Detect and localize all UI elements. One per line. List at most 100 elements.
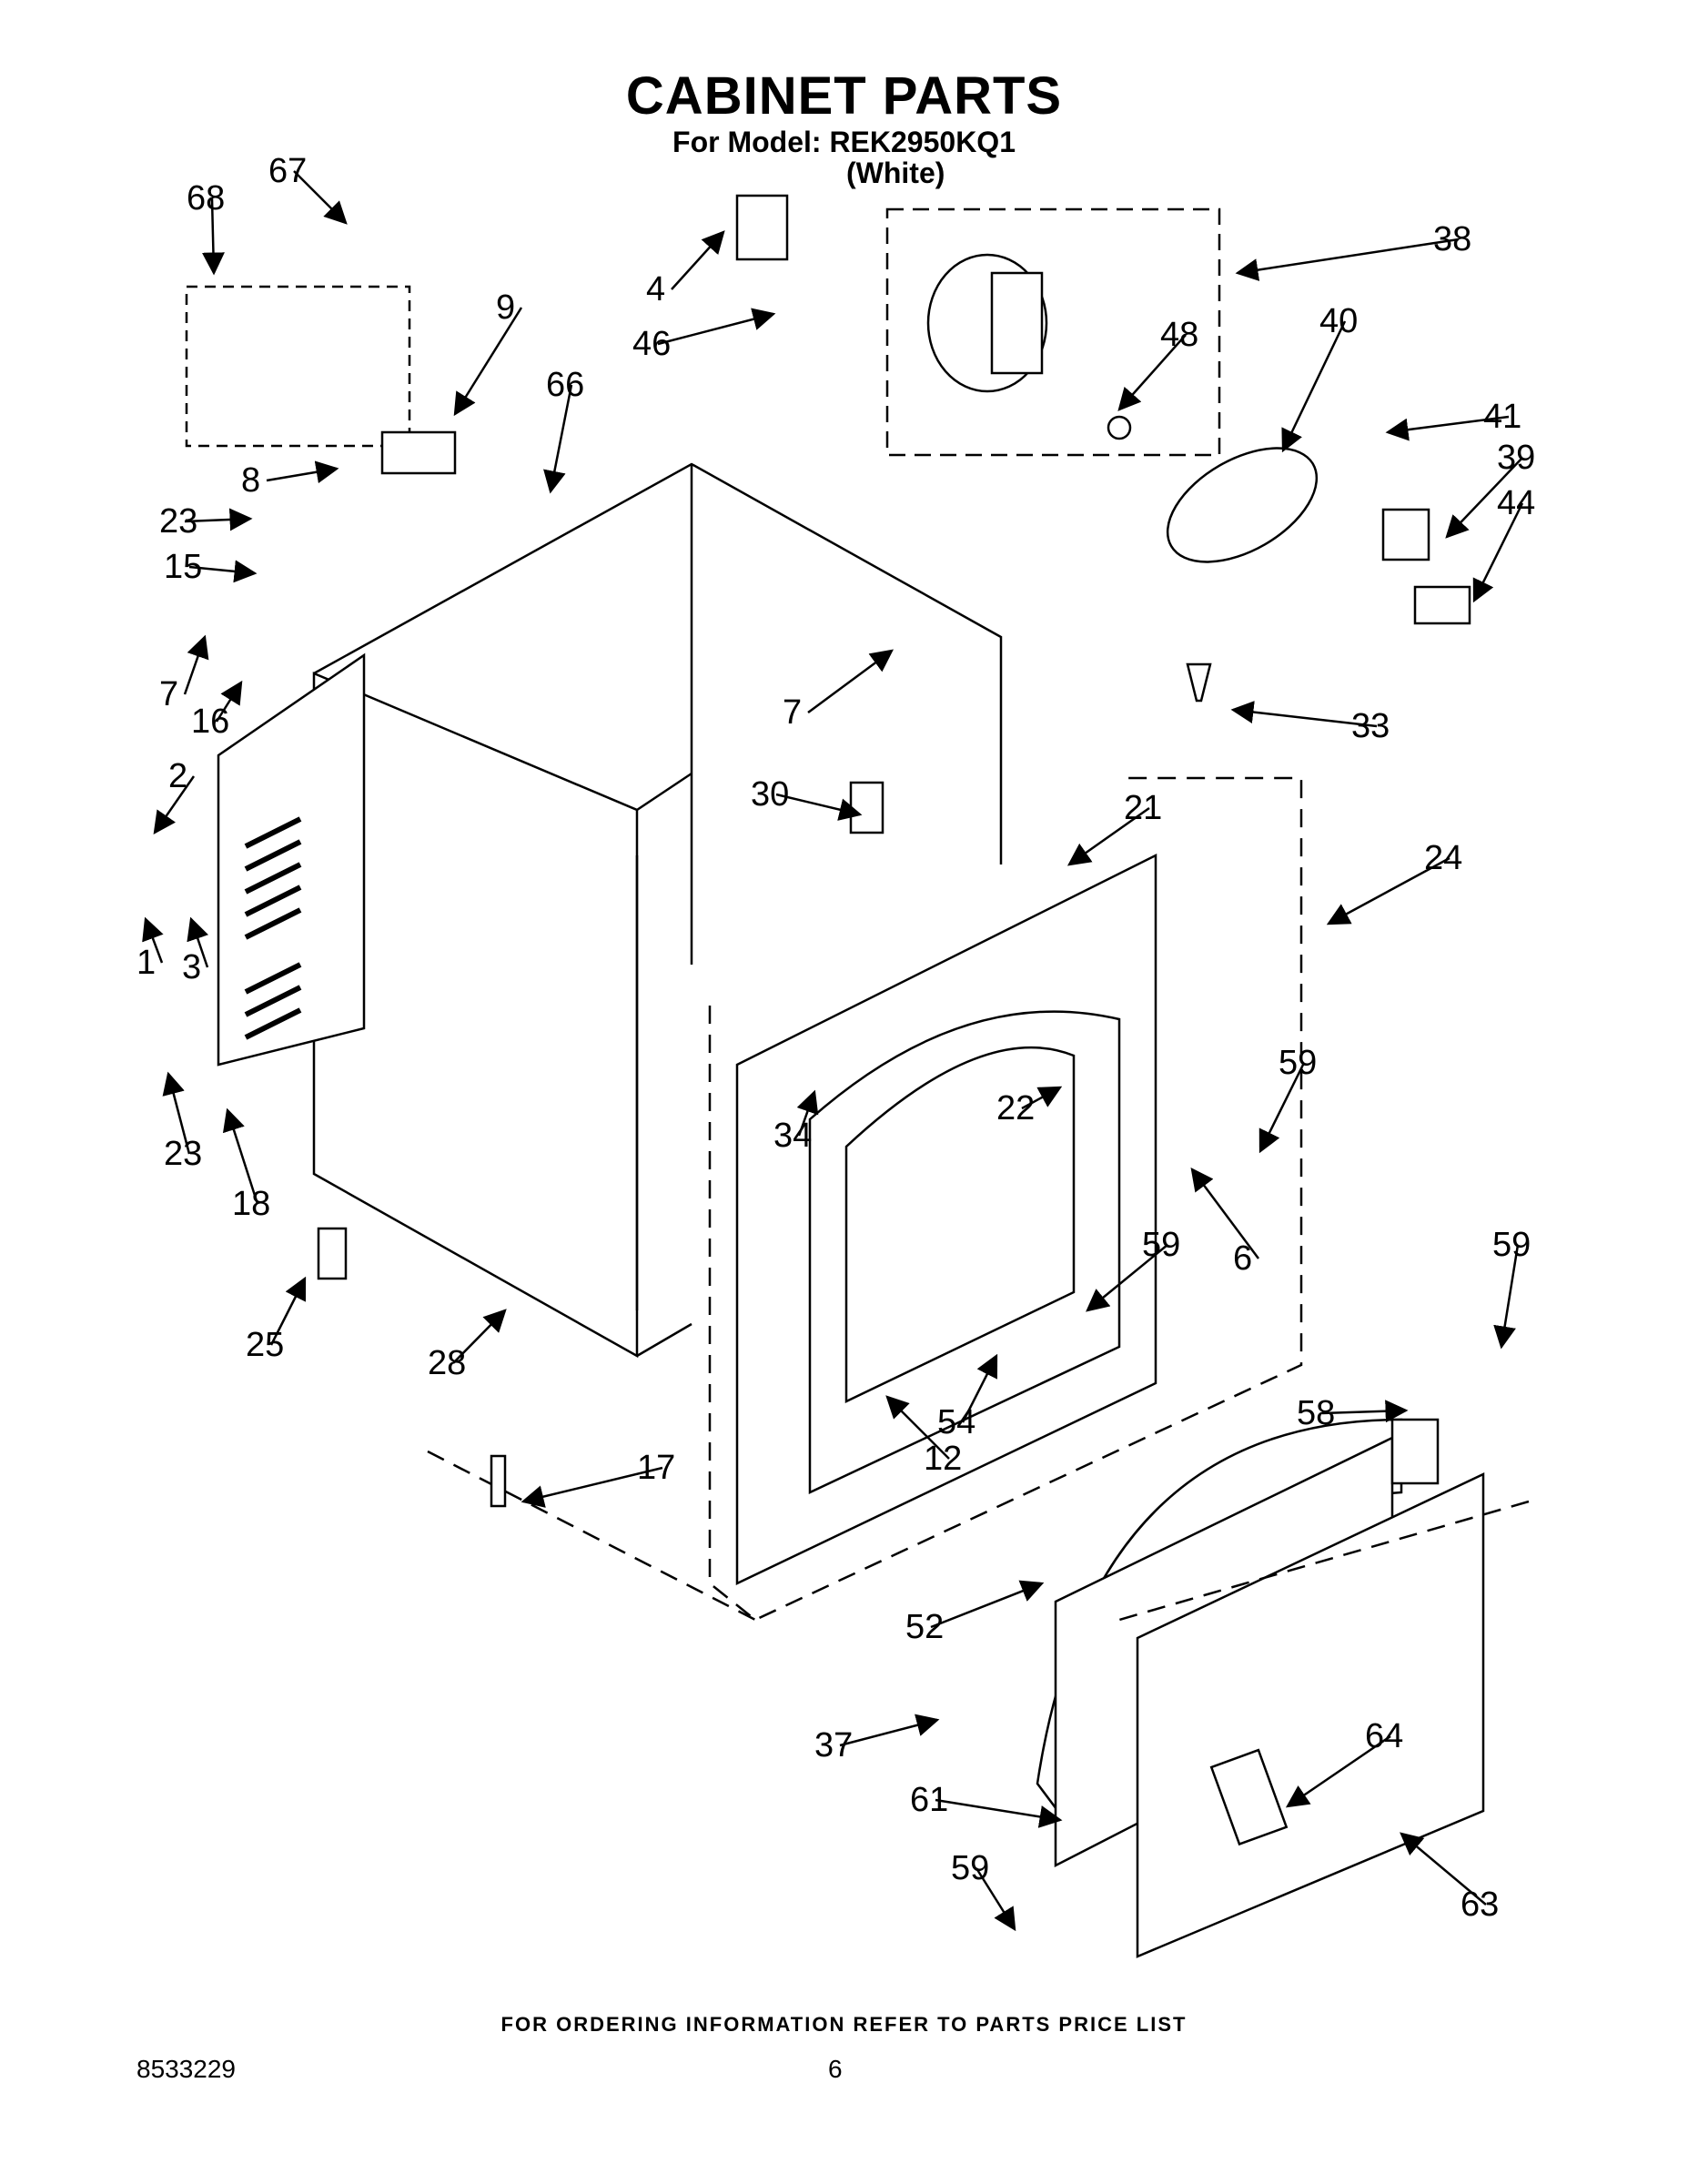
- document-number: 8533229: [136, 2055, 237, 2083]
- callout-leader: [269, 1276, 307, 1346]
- callout-label-21: 21: [1124, 789, 1162, 827]
- motor-assembly: [885, 207, 1221, 457]
- callout-leader: [657, 308, 776, 346]
- callout-leader: [1230, 701, 1378, 728]
- callout-leader: [935, 1798, 1063, 1828]
- callout-label-23: 23: [164, 1135, 202, 1173]
- cabinet-body: [217, 462, 1003, 1359]
- callout-label-58: 58: [1297, 1394, 1335, 1432]
- callout-label-68: 68: [187, 179, 225, 217]
- callout-leader: [1326, 856, 1450, 925]
- callout-leader: [839, 1714, 940, 1747]
- callout-label-3: 3: [182, 948, 201, 986]
- callout-label-66: 66: [546, 366, 584, 404]
- page-title: CABINET PARTS: [625, 66, 1063, 126]
- callout-label-1: 1: [136, 944, 156, 982]
- callout-leader: [266, 460, 339, 484]
- callout-label-61: 61: [910, 1781, 948, 1819]
- front-assembly-outline: [427, 776, 1530, 1622]
- callout-leader: [184, 508, 253, 531]
- callout-label-46: 46: [632, 325, 671, 363]
- callout-leader: [1066, 806, 1150, 866]
- callout-leader: [543, 384, 573, 494]
- callout-label-37: 37: [814, 1726, 853, 1764]
- callout-label-40: 40: [1319, 302, 1358, 340]
- model-line: For Model: REK2950KQ1: [672, 126, 1016, 158]
- callout-label-41: 41: [1483, 398, 1521, 436]
- callout-label-25: 25: [246, 1326, 284, 1364]
- callout-leader: [807, 649, 895, 714]
- callout-leader: [796, 1089, 819, 1137]
- callout-leader: [1472, 502, 1524, 603]
- callout-label-2: 2: [168, 757, 187, 795]
- callout-leader: [521, 1466, 663, 1508]
- callout-label-17: 17: [637, 1449, 675, 1487]
- small-parts: [185, 194, 1471, 1508]
- callout-leader: [293, 170, 348, 225]
- callout-label-30: 30: [751, 775, 789, 814]
- callout-leader: [222, 1107, 259, 1205]
- callout-label-18: 18: [232, 1185, 270, 1223]
- callout-label-34: 34: [773, 1117, 812, 1155]
- callout-leader: [1400, 1832, 1487, 1906]
- callout-leader: [671, 230, 725, 290]
- callout-leader: [153, 775, 196, 835]
- callout-leader: [183, 634, 209, 695]
- callout-label-7: 7: [159, 675, 178, 713]
- callout-leader: [1445, 457, 1523, 539]
- callout-label-67: 67: [268, 152, 307, 190]
- callout-leader: [1117, 334, 1187, 411]
- callout-leader: [201, 197, 225, 276]
- callout-label-33: 33: [1351, 707, 1390, 745]
- callout-label-23: 23: [159, 502, 197, 541]
- callout-leader: [1190, 1167, 1260, 1259]
- color-line: (White): [846, 157, 945, 189]
- callout-label-64: 64: [1365, 1717, 1403, 1755]
- callout-leader: [885, 1395, 950, 1460]
- callout-leader: [187, 916, 209, 968]
- callout-label-63: 63: [1461, 1886, 1499, 1924]
- footer-note: FOR ORDERING INFORMATION REFER TO PARTS …: [500, 2013, 1188, 2036]
- callout-leader: [961, 1353, 998, 1423]
- callout-leader: [1086, 1244, 1168, 1312]
- callout-label-9: 9: [496, 288, 515, 327]
- callout-label-59: 59: [1142, 1226, 1180, 1264]
- callout-label-6: 6: [1233, 1239, 1252, 1278]
- callout-leader: [930, 1580, 1045, 1629]
- callout-label-38: 38: [1433, 220, 1471, 258]
- callout-label-4: 4: [646, 270, 665, 308]
- callout-label-28: 28: [428, 1344, 466, 1382]
- callout-leader: [188, 560, 258, 583]
- callout-label-52: 52: [905, 1608, 944, 1646]
- callout-label-8: 8: [241, 461, 260, 500]
- callout-label-39: 39: [1497, 439, 1535, 477]
- callout-leader: [1285, 1734, 1391, 1808]
- callout-label-59: 59: [1279, 1044, 1317, 1082]
- callout-leader: [215, 680, 243, 723]
- callout-label-24: 24: [1424, 839, 1462, 877]
- callout-label-12: 12: [924, 1440, 962, 1478]
- callout-leader: [452, 1309, 507, 1364]
- callout-label-48: 48: [1160, 316, 1198, 354]
- callout-leader: [162, 1071, 191, 1155]
- callout-leader: [1321, 1400, 1409, 1423]
- side-panel-vents: [244, 816, 302, 1040]
- front-panel: [735, 853, 1157, 1585]
- callout-label-59: 59: [1492, 1226, 1531, 1264]
- callout-leader: [453, 307, 523, 417]
- callout-label-7: 7: [783, 693, 802, 732]
- callout-leader: [1021, 1086, 1063, 1110]
- page-number: 6: [828, 2055, 843, 2083]
- callout-label-59: 59: [951, 1849, 989, 1887]
- callout-leader: [975, 1867, 1016, 1932]
- callout-label-16: 16: [191, 703, 229, 741]
- door-assembly: [1036, 1418, 1485, 1958]
- callout-leader: [1493, 1244, 1520, 1350]
- callout-leader: [775, 793, 863, 821]
- callout-leader: [1281, 320, 1347, 453]
- callout-leader: [142, 916, 164, 964]
- callout-leader: [1385, 415, 1510, 441]
- callout-label-22: 22: [996, 1089, 1035, 1127]
